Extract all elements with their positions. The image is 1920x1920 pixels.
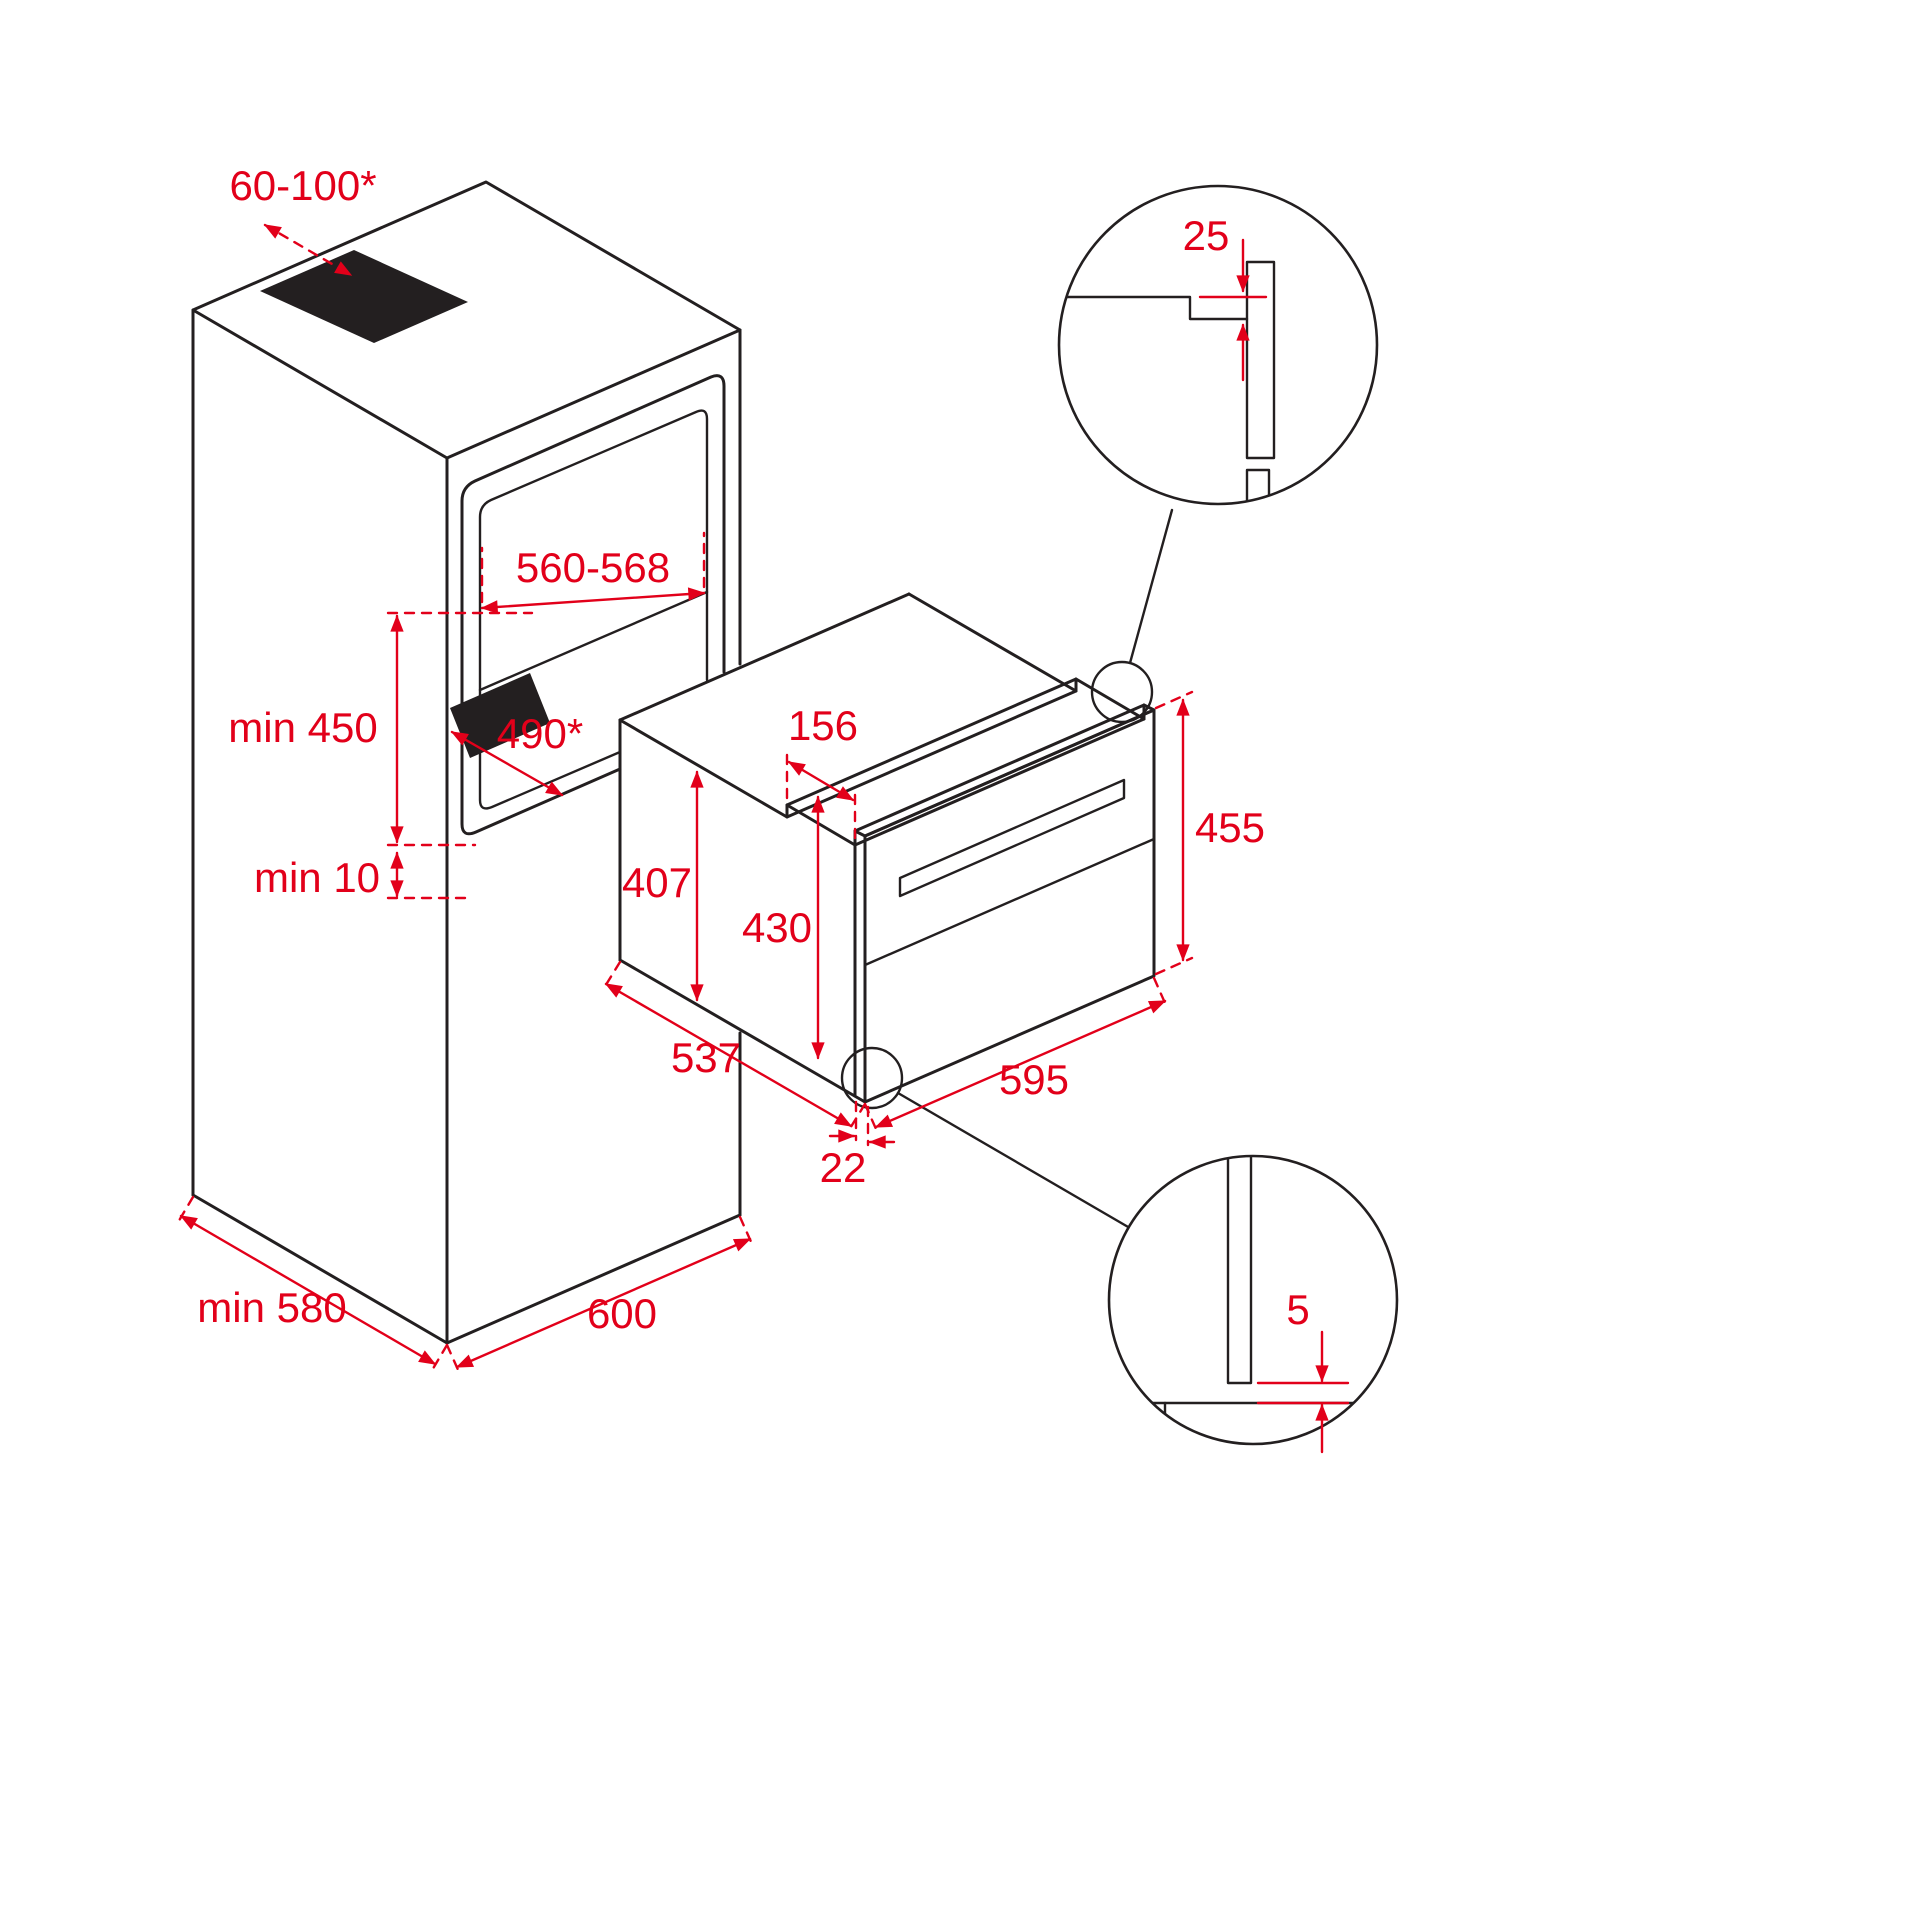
detail-top-circle [1057,184,1379,506]
dim-595-arrow [874,999,1167,1129]
oven-frame-back-face [853,703,1146,847]
detail-bottom-circle [1107,1154,1399,1446]
dim-depth-arrow [179,1214,437,1366]
dim-label-detail-top-overlap: 25 [1183,212,1230,259]
dim-label-clearance-bottom: min 10 [254,854,380,901]
dim-label-cabinet-width: 600 [587,1290,657,1337]
detail-view-top: 25 [1057,184,1379,506]
detail-top-content [1059,260,1276,504]
oven-door-panel-line [863,837,1156,967]
detail-bottom-door-section [1226,1156,1253,1385]
dim-depth-ext-left [175,1195,195,1226]
dim-label-oven-depth: 537 [671,1034,741,1081]
cabinet-top-face [191,180,742,460]
dim-depth-ext-right [429,1343,449,1374]
dim-label-facade-height: 455 [1195,804,1265,851]
cabinet-dimensions: 60-100* 560-568 min 450 490* min 10 min … [175,162,754,1374]
detail-top-oven-frame-section [1245,260,1276,460]
cabinet-drawing [191,180,742,1345]
dim-niche-width-arrow [480,587,706,614]
dim-label-top-frame-depth: 156 [788,702,858,749]
dim-label-top-vent: 60-100* [229,162,376,209]
dim-label-cabinet-depth: min 580 [197,1284,346,1331]
dim-label-niche-height: min 450 [228,704,377,751]
cabinet-top-vent-cutout [260,250,468,343]
dim-width-arrow [455,1237,752,1369]
dim-label-niche-vent: 490* [497,710,583,757]
dim-455-ext-top [1154,690,1194,710]
dim-156-arrow [787,760,855,802]
detail-marker-top-circle [1090,660,1154,724]
oven-drawing [618,508,1174,1233]
detail-view-bottom: 5 [1107,1154,1399,1454]
dim-label-rear-height: 407 [622,859,692,906]
dim-label-frame-thickness: 22 [820,1144,867,1191]
dim-455-ext-bottom [1154,956,1194,976]
leader-line-top-detail [1128,508,1174,665]
dim-label-oven-width: 595 [999,1056,1069,1103]
dim-label-front-height: 430 [742,904,812,951]
oven-frame-top-face [853,703,1156,838]
dim-top-vent-arrow [263,223,353,277]
oven-door-handle [898,778,1126,898]
dim-label-detail-bottom-gap: 5 [1286,1286,1309,1333]
dim-label-niche-width: 560-568 [516,544,670,591]
leader-line-bottom-detail [896,1091,1137,1233]
niche-opening [478,409,709,810]
oven-door-face [863,708,1156,1104]
dim-537-arrow [604,982,853,1128]
detail-top-door-section [1245,468,1271,504]
dim-595-ext-right [1152,976,1167,1005]
oven-bottom-left-edge [618,958,867,1104]
oven-top-step-face [785,677,1078,819]
dim-niche-vent-arrow [450,730,564,797]
niche-outer-frame [460,374,726,836]
oven-top-face [618,592,1078,819]
oven-dimensions: 156 407 430 455 537 595 22 [602,690,1265,1191]
detail-top-cabinet-panel-edge [1059,295,1249,321]
oven-back-top-edge [618,592,911,722]
